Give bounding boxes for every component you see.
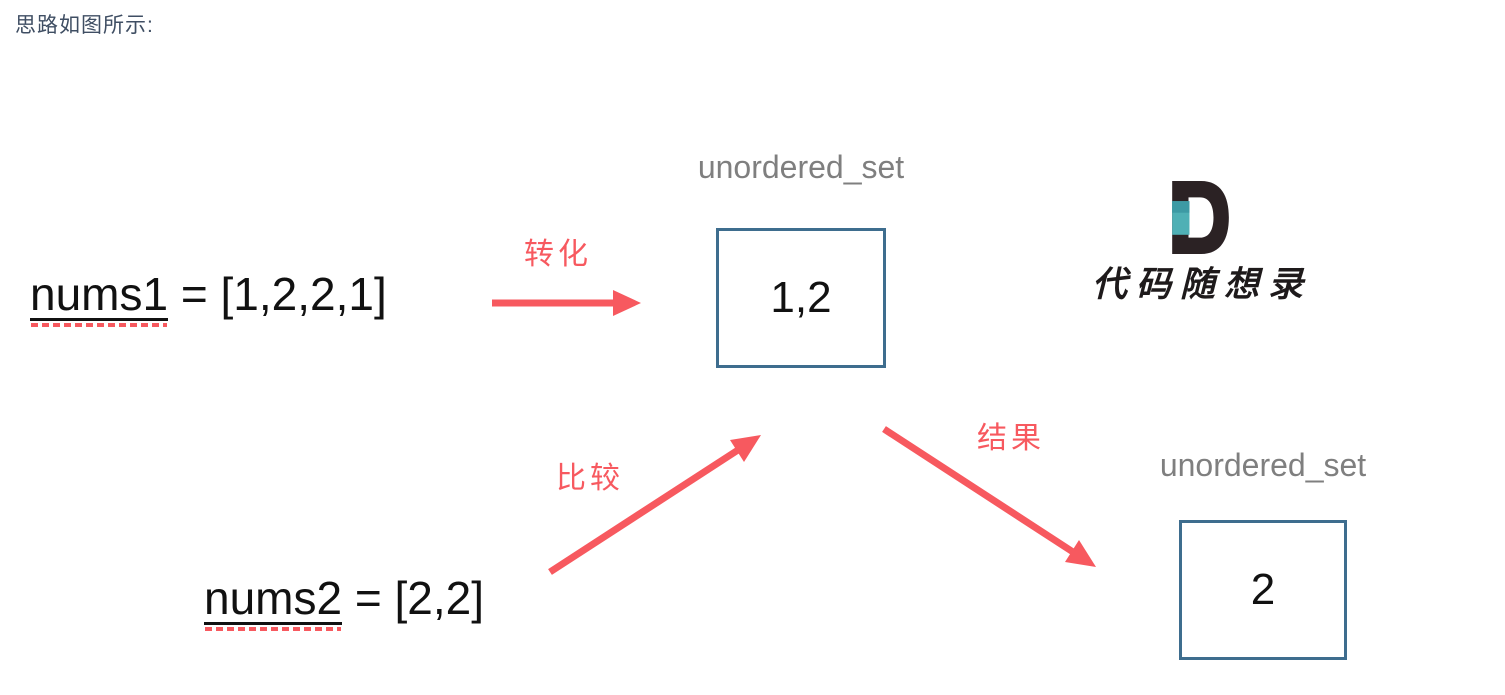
nums2-expression: nums2 = [2,2] <box>204 572 485 631</box>
transform-arrow-label: 转化 <box>524 238 592 271</box>
set2-label: unordered_set <box>1159 447 1367 483</box>
set1-box: 1,2 <box>716 228 886 368</box>
page-title: 思路如图所示: <box>15 14 154 37</box>
d-logo-icon <box>1172 181 1230 259</box>
logo-wordmark: 代码随想录 <box>1091 264 1312 305</box>
transform-arrow <box>492 290 641 316</box>
set2-box: 2 <box>1179 520 1347 660</box>
set1-value: 1,2 <box>770 273 832 322</box>
nums1-value: = [1,2,2,1] <box>168 268 387 320</box>
nums2-variable: nums2 <box>204 572 343 631</box>
nums1-expression: nums1 = [1,2,2,1] <box>30 268 387 327</box>
nums1-variable: nums1 <box>30 268 169 327</box>
compare-arrow-label: 比较 <box>556 462 624 495</box>
set2-value: 2 <box>1250 565 1276 614</box>
set1-label: unordered_set <box>697 149 905 185</box>
result-arrow-label: 结果 <box>977 422 1045 455</box>
nums2-value: = [2,2] <box>342 572 485 624</box>
